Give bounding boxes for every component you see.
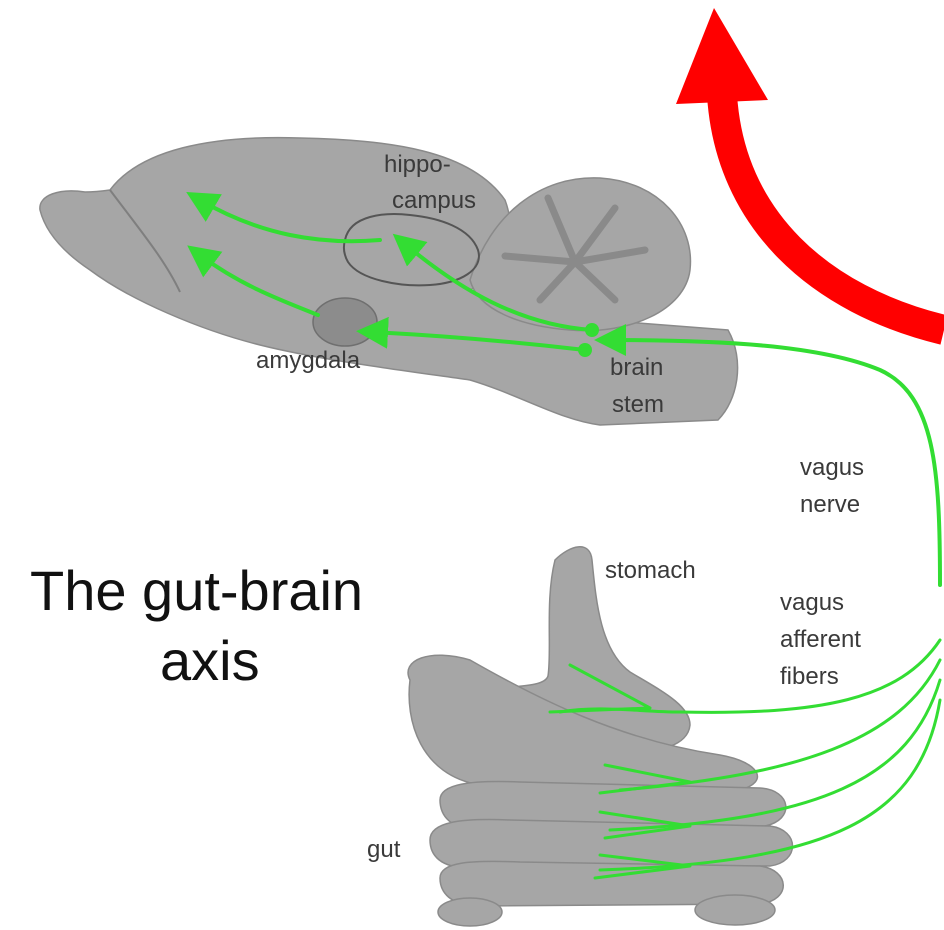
title-line-1: The gut-brain [30, 559, 363, 622]
red-arrow-head [676, 8, 768, 104]
red-arrow-shaft [722, 95, 944, 330]
label-hippocampus-2: campus [392, 187, 476, 214]
label-vagus-nerve-2: nerve [800, 491, 860, 518]
label-afferent-1: vagus [780, 589, 844, 616]
label-brain-stem-1: brain [610, 354, 663, 381]
label-vagus-nerve-1: vagus [800, 454, 864, 481]
label-stomach: stomach [605, 557, 696, 584]
intestine-bottom-left [438, 898, 502, 926]
label-amygdala: amygdala [256, 347, 361, 374]
red-upward-arrow [676, 8, 944, 330]
amygdala [313, 298, 377, 346]
intestine-bottom-right [695, 895, 775, 925]
label-gut: gut [367, 836, 401, 863]
label-afferent-3: fibers [780, 663, 839, 690]
label-hippocampus-1: hippo- [384, 151, 451, 178]
intestine-loop-3 [430, 820, 793, 868]
brain [40, 138, 738, 425]
label-afferent-2: afferent [780, 626, 861, 653]
title-line-2: axis [160, 629, 260, 692]
label-brain-stem-2: stem [612, 391, 664, 418]
